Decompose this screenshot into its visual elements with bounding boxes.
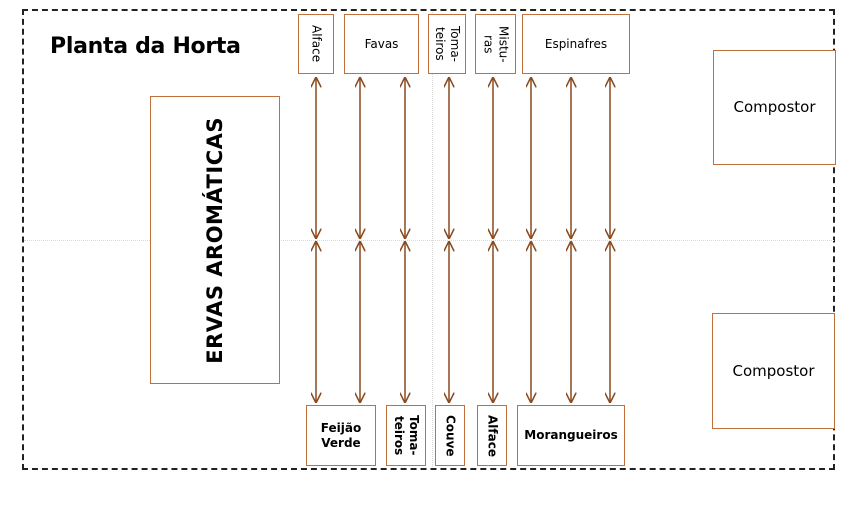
top-bed-espinafres-label: Espinafres — [544, 36, 608, 51]
top-bed-tomateiros: Toma- teiros — [428, 14, 466, 74]
top-bed-alface: Alface — [298, 14, 334, 74]
garden-border — [22, 9, 835, 470]
bottom-bed-tomateiros-label: Toma- teiros — [392, 415, 421, 456]
bottom-bed-feijao-verde: Feijão Verde — [306, 405, 376, 466]
horizontal-guide-line — [24, 240, 834, 241]
top-bed-misturas-label: Mistu- ras — [481, 25, 511, 63]
vertical-guide-line — [432, 12, 433, 467]
top-bed-tomateiros-label: Toma- teiros — [433, 25, 462, 62]
top-bed-alface-label: Alface — [309, 25, 324, 63]
bottom-bed-couve: Couve — [435, 405, 465, 466]
top-bed-misturas: Mistu- ras — [475, 14, 516, 74]
top-bed-espinafres: Espinafres — [522, 14, 630, 74]
composter-top: Compostor — [713, 50, 836, 165]
top-bed-favas: Favas — [344, 14, 419, 74]
composter-top-label: Compostor — [733, 98, 816, 116]
composter-bottom: Compostor — [712, 313, 835, 429]
bottom-bed-morangueiros-label: Morangueiros — [524, 428, 618, 442]
herbs-bed: ERVAS AROMÁTICAS — [150, 96, 280, 384]
diagram-title: Planta da Horta — [50, 34, 241, 59]
composter-bottom-label: Compostor — [732, 361, 815, 380]
bottom-bed-feijao-verde-label: Feijão Verde — [320, 420, 362, 450]
bottom-bed-morangueiros: Morangueiros — [517, 405, 625, 466]
bottom-bed-alface-label: Alface — [485, 414, 500, 457]
top-bed-favas-label: Favas — [364, 36, 399, 51]
bottom-bed-alface: Alface — [477, 405, 507, 466]
bottom-bed-couve-label: Couve — [443, 414, 458, 457]
bottom-bed-tomateiros: Toma- teiros — [386, 405, 426, 466]
